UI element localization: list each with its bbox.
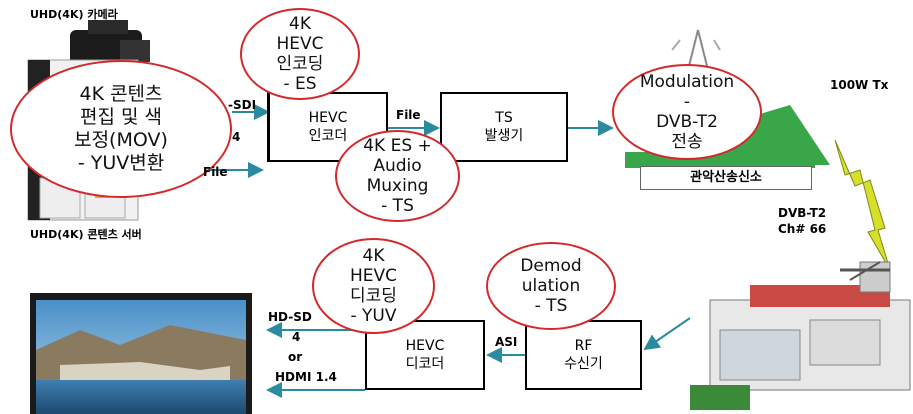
file-mid-label: File: [396, 108, 421, 122]
site-label: 관악산송신소: [640, 166, 812, 190]
sdi-top-count: 4: [232, 130, 241, 144]
channel-label: Ch# 66: [778, 222, 827, 236]
rf-receiver-box: RF 수신기: [525, 320, 642, 390]
hdmi-label: HDMI 1.4: [275, 370, 337, 384]
ts-generator-box: TS 발생기: [440, 92, 568, 162]
or-label: or: [288, 350, 303, 364]
oval-audio-muxing: 4K ES +Audio Muxing- TS: [335, 130, 460, 222]
hd-sdi-label: HD-SD: [268, 310, 312, 324]
hd-sdi-count: 4: [292, 330, 301, 344]
tx-power-label: 100W Tx: [830, 78, 889, 92]
dvb-label: DVB-T2: [778, 206, 827, 220]
file-bottom-label: File: [203, 165, 228, 179]
receiver-building-image: [690, 261, 911, 410]
lightning-icon: [834, 139, 891, 271]
server-label: UHD(4K) 콘텐츠 서버: [30, 228, 142, 241]
asi-label: ASI: [495, 335, 518, 349]
sdi-top-label: -SDI: [228, 98, 257, 112]
monitor-image: [30, 293, 252, 414]
camera-label: UHD(4K) 카메라: [30, 8, 118, 21]
